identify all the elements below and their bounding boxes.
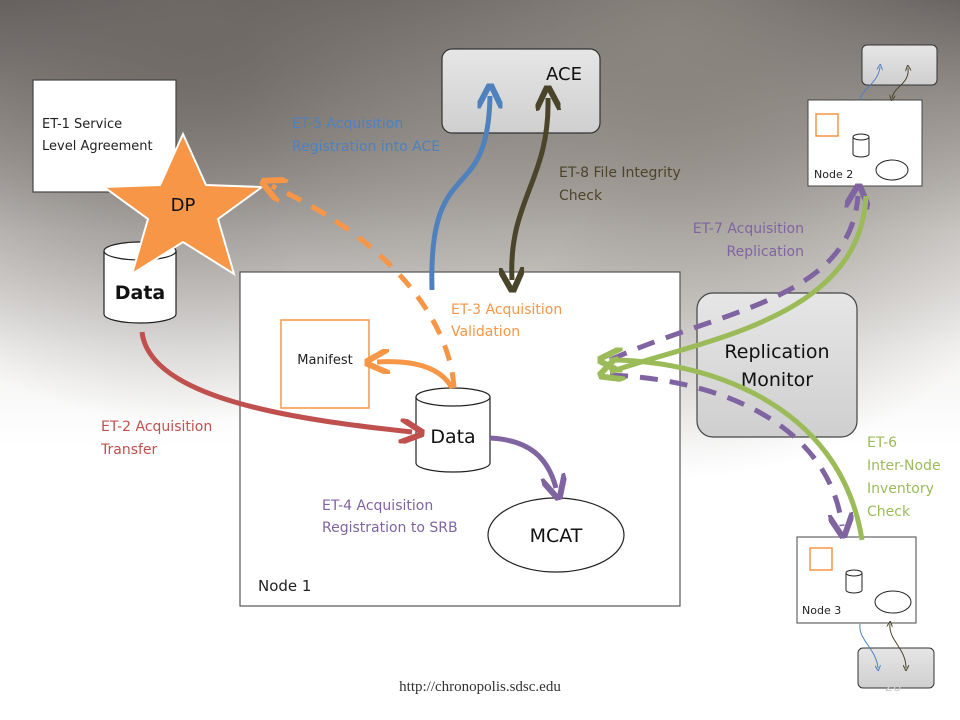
node3-manifest-icon [809,547,833,571]
et7-to-node3-dashed-arrow [609,372,842,526]
et4-line1: ET-4 Acquisition [322,498,433,514]
et4-arrow [489,435,556,488]
et6-from-node3-arrow [610,360,865,541]
dp-label: DP [171,195,196,216]
et2-line1: ET-2 Acquisition [101,419,212,435]
node3-mcat-icon [874,590,912,614]
replication-monitor-line1: Replication [724,341,829,363]
dp-star [101,131,265,277]
et3-manifest-arrow [377,362,455,390]
et4-line2: Registration to SRB [322,520,458,536]
et5-label: ET-5 Acquisition Registration into ACE [292,116,440,155]
et2-label: ET-2 Acquisition Transfer [100,419,212,458]
et7-line1: ET-7 Acquisition [693,221,804,237]
et2-line2: Transfer [100,442,158,458]
et7-line2: Replication [727,244,804,260]
et8-arrow [512,98,548,280]
node3-small-blue-arrow [859,623,878,668]
et6-line1: ET-6 [867,435,897,451]
et6-line4: Check [867,504,911,520]
page-number: 28 [885,680,902,695]
et5-arrow [429,96,490,291]
node2-label: Node 2 [814,168,853,181]
node3-data-icon [845,569,863,594]
source-data-label: Data [115,282,166,304]
et4-label: ET-4 Acquisition Registration to SRB [322,498,458,536]
et7-label: ET-7 Acquisition Replication [693,221,804,260]
et6-line3: Inventory [867,481,934,497]
node2-top-box [861,44,938,86]
et3-line1: ET-3 Acquisition [451,302,562,318]
footer-url: http://chronopolis.sdsc.edu [399,679,561,695]
node3-label: Node 3 [802,604,841,617]
node1-data-cylinder [415,387,491,473]
et8-line2: Check [559,188,603,204]
sla-line1: ET-1 Service [42,117,122,132]
sla-line2: Level Agreement [42,139,153,154]
node2-data-icon [852,133,870,158]
mcat-label: MCAT [530,525,583,547]
et8-label: ET-8 File Integrity Check [559,165,681,204]
et6-line2: Inter-Node [867,458,941,474]
ace-label: ACE [546,64,582,85]
et8-line1: ET-8 File Integrity [559,165,681,181]
manifest-label: Manifest [297,353,352,368]
node2-small-blue-arrow [859,67,880,101]
replication-monitor-line2: Monitor [741,369,813,391]
et6-label: ET-6 Inter-Node Inventory Check [867,435,941,520]
node2-manifest-icon [815,113,839,137]
node1-label: Node 1 [258,577,311,595]
node2-mcat-icon [875,159,909,181]
et3-label: ET-3 Acquisition Validation [451,302,562,340]
manifest-box [280,319,370,409]
et3-dp-dashed-arrow [272,186,457,389]
node3-small-olive-arrow [890,624,906,668]
node1-data-label: Data [430,426,475,448]
et2-arrow [139,331,412,432]
et7-to-node2-dashed-arrow [608,196,858,363]
ace-box [441,48,601,134]
et3-line2: Validation [451,324,520,340]
et5-line1: ET-5 Acquisition [292,116,403,132]
sla-box [32,79,177,193]
et6-from-node2-arrow [610,195,869,372]
et5-line2: Registration into ACE [292,139,440,155]
node2-small-olive-arrow [892,68,908,98]
